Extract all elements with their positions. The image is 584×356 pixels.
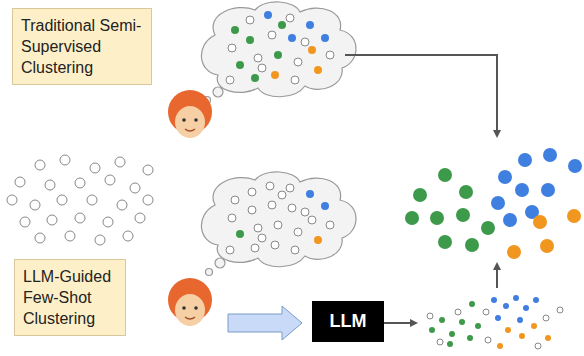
node-text: LLM — [320, 311, 376, 332]
model-box: LLM — [312, 301, 384, 342]
person-face — [168, 278, 212, 326]
node-text: LLM-Guided Few-Shot Clustering — [23, 266, 117, 329]
flow-arrow — [496, 264, 498, 288]
flow-arrow — [384, 322, 416, 324]
thought-cloud — [201, 172, 356, 276]
flow-arrow — [345, 55, 497, 136]
label-box: Traditional Semi-Supervised Clustering — [12, 8, 152, 85]
thought-cloud — [201, 2, 356, 104]
person-face — [168, 90, 212, 138]
node-text: Traditional Semi-Supervised Clustering — [21, 15, 143, 78]
label-box: LLM-Guided Few-Shot Clustering — [14, 259, 126, 336]
block-arrow — [228, 306, 302, 340]
